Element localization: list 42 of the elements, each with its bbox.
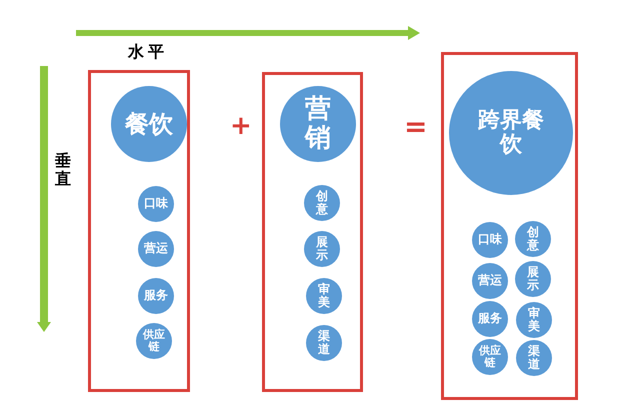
topic-label: 服务	[478, 312, 502, 326]
topic-circle	[472, 339, 508, 375]
topic-label: 跨界餐饮	[477, 108, 545, 158]
equals-sign: =	[404, 112, 428, 143]
topic-circle	[515, 261, 551, 297]
topic-circle	[516, 340, 552, 376]
topic-label: 供应链	[478, 344, 502, 370]
group-frame	[88, 70, 190, 392]
topic-label: 展示	[315, 236, 329, 262]
group-frame	[262, 72, 363, 392]
topic-label: 口味	[144, 197, 168, 211]
group-frame	[441, 52, 578, 400]
axis-label: 垂直	[55, 152, 71, 188]
topic-circle	[306, 278, 342, 314]
topic-circle	[515, 221, 551, 257]
plus-sign: +	[230, 112, 252, 141]
topic-circle	[136, 323, 172, 359]
topic-label: 营运	[144, 242, 168, 256]
topic-circle	[138, 278, 174, 314]
topic-label: 服务	[144, 289, 168, 303]
axis-label: 水平	[128, 43, 168, 61]
topic-label: 展示	[526, 266, 540, 292]
topic-label: 创意	[526, 226, 540, 252]
topic-circle	[304, 185, 340, 221]
topic-circle	[516, 302, 552, 338]
topic-circle	[306, 325, 342, 361]
topic-circle	[304, 231, 340, 267]
topic-label: 口味	[478, 233, 502, 247]
topic-label: 营销	[303, 95, 332, 153]
topic-label: 营运	[478, 274, 502, 288]
topic-label: 渠道	[317, 330, 331, 356]
topic-label: 渠道	[527, 344, 541, 372]
topic-label: 创意	[315, 190, 329, 216]
topic-circle	[472, 222, 508, 258]
topic-label: 审美	[527, 306, 541, 334]
topic-circle	[138, 186, 174, 222]
topic-label: 餐饮	[125, 110, 173, 138]
topic-label: 审美	[317, 282, 331, 310]
topic-circle	[472, 301, 508, 337]
topic-circle	[472, 263, 508, 299]
topic-circle	[138, 231, 174, 267]
topic-label: 供应链	[142, 328, 166, 354]
